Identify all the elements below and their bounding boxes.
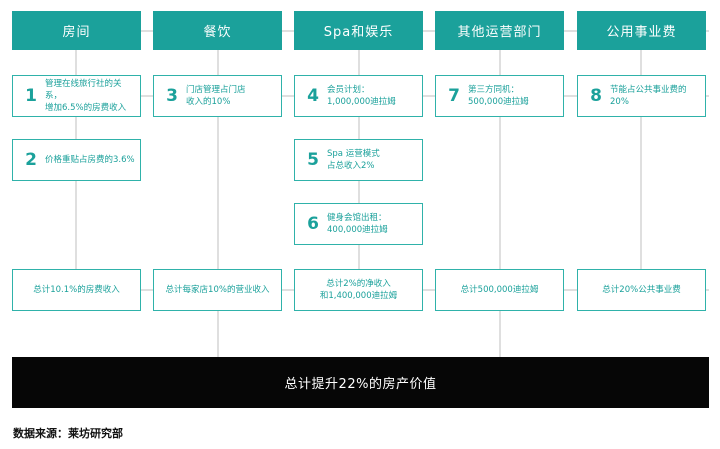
header-other-operations: 其他运营部门: [435, 11, 564, 50]
header-spa-entertainment: Spa和娱乐: [294, 11, 423, 50]
initiative-number: 6: [307, 214, 319, 234]
total-utilities: 总计20%公共事业费: [577, 269, 706, 311]
initiative-text: 门店管理占门店 收入的10%: [186, 85, 246, 107]
initiative-box-8: 8 节能占公共事业费的20%: [577, 75, 706, 117]
total-other-operations: 总计500,000迪拉姆: [435, 269, 564, 311]
initiative-number: 7: [448, 86, 460, 106]
initiative-text: 价格重贴占房费的3.6%: [45, 155, 135, 165]
initiative-number: 8: [590, 86, 602, 106]
initiative-number: 1: [25, 86, 37, 106]
initiative-box-5: 5 Spa 运营模式 占总收入2%: [294, 139, 423, 181]
initiative-box-3: 3 门店管理占门店 收入的10%: [153, 75, 282, 117]
initiative-box-6: 6 健身会馆出租： 400,000迪拉姆: [294, 203, 423, 245]
initiative-text: 第三方同机： 500,000迪拉姆: [468, 85, 529, 107]
initiative-number: 5: [307, 150, 319, 170]
initiative-box-7: 7 第三方同机： 500,000迪拉姆: [435, 75, 564, 117]
initiative-text: 健身会馆出租： 400,000迪拉姆: [327, 213, 388, 235]
initiative-text: 管理在线旅行社的关系， 增加6.5%的房费收入: [45, 79, 127, 113]
initiative-box-4: 4 会员计划： 1,000,000迪拉姆: [294, 75, 423, 117]
total-food-beverage: 总计每家店10%的营业收入: [153, 269, 282, 311]
source-note: 数据来源：莱坊研究部: [13, 427, 123, 440]
initiative-box-1: 1 管理在线旅行社的关系， 增加6.5%的房费收入: [12, 75, 141, 117]
initiative-number: 2: [25, 150, 37, 170]
header-food-beverage: 餐饮: [153, 11, 282, 50]
header-utilities: 公用事业费: [577, 11, 706, 50]
total-rooms: 总计10.1%的房费收入: [12, 269, 141, 311]
initiative-text: 会员计划： 1,000,000迪拉姆: [327, 85, 396, 107]
total-property-value-bar: 总计提升22%的房产价值: [12, 357, 709, 408]
initiative-text: Spa 运营模式 占总收入2%: [327, 149, 380, 171]
initiative-text: 节能占公共事业费的20%: [610, 85, 687, 107]
initiative-box-2: 2 价格重贴占房费的3.6%: [12, 139, 141, 181]
total-spa-entertainment: 总计2%的净收入 和1,400,000迪拉姆: [294, 269, 423, 311]
initiative-number: 4: [307, 86, 319, 106]
initiative-number: 3: [166, 86, 178, 106]
header-rooms: 房间: [12, 11, 141, 50]
